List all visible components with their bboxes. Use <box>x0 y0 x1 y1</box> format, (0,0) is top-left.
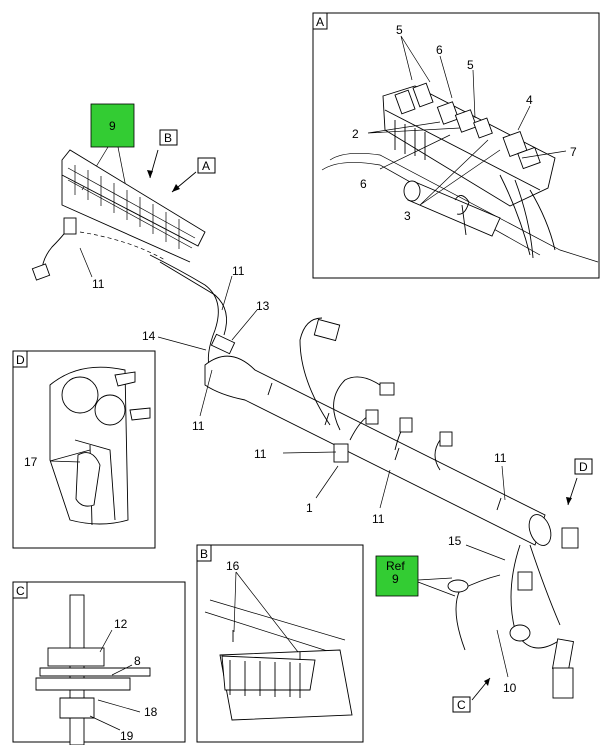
callout-17: 17 <box>24 455 38 469</box>
callout-16: 16 <box>226 559 240 573</box>
callout-13: 13 <box>256 299 270 313</box>
callout-14: 14 <box>142 329 156 343</box>
callout-11: 11 <box>494 451 507 465</box>
callout-12: 12 <box>114 617 128 631</box>
panel-b-letter: B <box>200 547 208 561</box>
ref-number: 9 <box>392 572 399 586</box>
callout-11: 11 <box>192 419 205 433</box>
callout-18: 18 <box>144 705 158 719</box>
panel-c-letter: C <box>16 584 25 598</box>
view-b-marker: B <box>164 131 172 145</box>
callout-11: 11 <box>92 277 105 291</box>
callout-8: 8 <box>134 654 141 668</box>
callout-11: 11 <box>232 264 245 278</box>
callout-10: 10 <box>503 681 517 695</box>
callout-1: 1 <box>306 501 313 515</box>
callout-2: 2 <box>352 127 359 141</box>
callout-11: 11 <box>372 512 385 526</box>
detail-panel-c: C 12 8 18 19 <box>12 581 186 745</box>
callout-5: 5 <box>396 23 403 37</box>
callout-15: 15 <box>448 534 462 548</box>
ref-9-highlight <box>375 555 419 597</box>
detail-panel-d: D 17 <box>12 350 156 549</box>
panel-d-letter: D <box>16 353 25 367</box>
panel-a-letter: A <box>316 15 324 29</box>
view-a-marker: A <box>202 159 210 173</box>
callout-7: 7 <box>570 145 577 159</box>
detail-panel-b: B 16 <box>196 544 364 743</box>
callout-6: 6 <box>360 177 367 191</box>
callout-4: 4 <box>526 93 533 107</box>
callout-3: 3 <box>404 209 411 223</box>
ref-label: Ref <box>386 559 405 573</box>
callout-9: 9 <box>109 119 116 133</box>
callout-5: 5 <box>467 58 474 72</box>
view-c-marker: C <box>457 698 466 712</box>
callout-6: 6 <box>436 43 443 57</box>
detail-panel-a: A 5 6 5 4 2 7 6 3 <box>312 12 600 279</box>
main-harness-assembly: 9 B A 11 11 13 14 <box>31 103 593 713</box>
view-d-marker: D <box>579 460 588 474</box>
callout-9-highlight <box>90 103 135 148</box>
callout-19: 19 <box>120 729 134 743</box>
callout-11: 11 <box>254 447 267 461</box>
